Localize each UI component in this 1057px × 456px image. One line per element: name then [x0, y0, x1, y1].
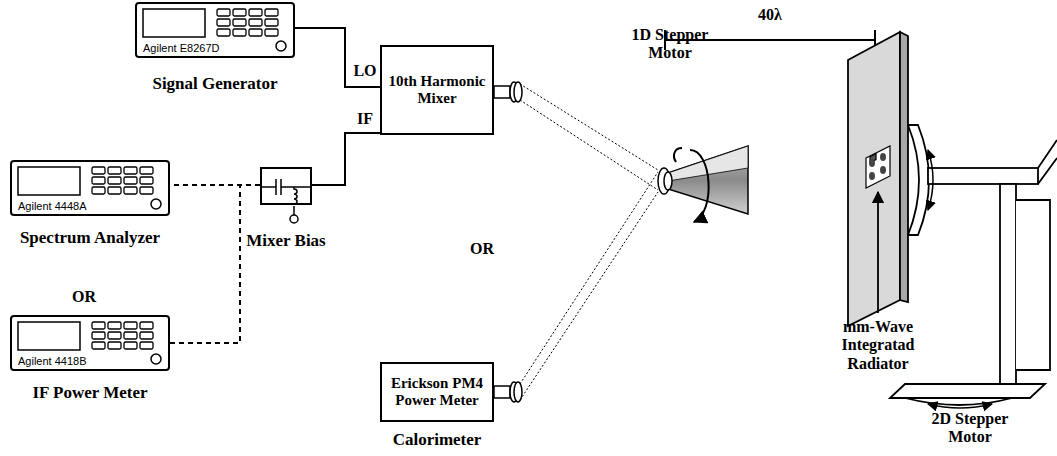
panel-button — [124, 187, 137, 194]
panel-button — [108, 177, 121, 184]
label-wrap: LO — [350, 62, 380, 80]
rotation-arrow — [690, 150, 709, 222]
waveguide-path — [520, 84, 658, 400]
panel-button — [233, 29, 246, 36]
annotation: mm-Wave Integratad Radiator — [842, 318, 915, 372]
caption-wrap: Signal Generator — [152, 74, 277, 94]
leader-arrow — [877, 192, 879, 313]
label-wrap: IF — [352, 110, 378, 128]
instrument-name: Spectrum Analyzer — [20, 228, 160, 247]
panel-button — [217, 29, 230, 36]
annotation: OR — [72, 288, 96, 305]
tilt-arrow — [928, 150, 933, 210]
panel-button — [124, 322, 137, 329]
knob — [151, 354, 161, 364]
annotation: 40λ — [758, 6, 782, 23]
caption-wrap: Mixer Bias — [246, 231, 325, 251]
annotation: 1D Stepper Motor — [632, 26, 709, 61]
knob — [151, 199, 161, 209]
model-number: Agilent 4448A — [18, 200, 87, 212]
caption-wrap: Spectrum Analyzer — [20, 228, 160, 248]
panel-button — [92, 342, 105, 349]
harmonic-mixer: 10th Harmonic Mixer — [380, 45, 494, 135]
horn-antenna — [658, 146, 748, 214]
panel-button — [92, 332, 105, 339]
panel-button — [92, 167, 105, 174]
knob — [276, 41, 286, 51]
rotation-arrow — [674, 148, 682, 162]
panel-button — [140, 177, 153, 184]
panel-button — [140, 167, 153, 174]
panel-button — [265, 9, 278, 16]
instrument-name: Mixer Bias — [246, 231, 325, 250]
if-power-meter: Agilent 4418BIF Power Meter — [10, 315, 170, 371]
panel-button — [92, 322, 105, 329]
positioner-mount — [890, 125, 1057, 405]
label-wrap: OR — [66, 288, 102, 306]
screen — [18, 322, 80, 350]
instrument-name: Signal Generator — [152, 74, 277, 93]
panel-button — [217, 9, 230, 16]
panel-button — [124, 177, 137, 184]
label-wrap: 2D Stepper Motor — [915, 410, 1025, 447]
screen — [18, 167, 80, 195]
caption-wrap: Calorimeter — [393, 430, 482, 450]
panel-button — [140, 322, 153, 329]
radiator-board — [848, 32, 908, 326]
bias-tee: Mixer Bias — [260, 167, 312, 205]
antenna-elements — [869, 153, 886, 180]
model-number: Agilent 4418B — [18, 355, 87, 367]
panel-button — [108, 332, 121, 339]
integrated-radiator-chip — [866, 146, 890, 188]
calorimeter-flange — [494, 382, 522, 402]
bias-terminal — [290, 206, 298, 223]
panel-button — [92, 187, 105, 194]
rf-cable — [295, 28, 380, 87]
panel-button — [233, 19, 246, 26]
annotation: IF — [357, 110, 373, 127]
inductor-symbol — [294, 187, 297, 203]
instrument-name: IF Power Meter — [32, 383, 147, 402]
panel-button — [140, 342, 153, 349]
panel-button — [108, 167, 121, 174]
panel-button — [108, 187, 121, 194]
label-wrap: mm-Wave Integratad Radiator — [828, 318, 928, 373]
panel-button — [233, 9, 246, 16]
box-label: 10th Harmonic Mixer — [382, 73, 492, 108]
panel-button — [92, 177, 105, 184]
screen — [143, 9, 205, 37]
if-cable — [170, 185, 260, 343]
panel-button — [124, 332, 137, 339]
box-label: Erickson PM4 Power Meter — [382, 375, 492, 410]
instrument-name: Calorimeter — [393, 430, 482, 449]
panel-button — [108, 342, 121, 349]
model-number: Agilent E8267D — [143, 42, 219, 54]
panel-button — [217, 19, 230, 26]
panel-button — [249, 29, 262, 36]
caption-wrap: IF Power Meter — [32, 383, 147, 403]
panel-button — [249, 19, 262, 26]
label-wrap: 1D Stepper Motor — [620, 26, 720, 63]
panel-button — [249, 9, 262, 16]
capacitor-symbol — [262, 179, 310, 195]
annotation: OR — [470, 240, 494, 257]
panel-button — [140, 187, 153, 194]
panel-button — [124, 167, 137, 174]
rf-cable — [312, 133, 380, 185]
pan-arrow — [928, 404, 992, 408]
annotation: 2D Stepper Motor — [932, 410, 1009, 445]
label-wrap: 40λ — [740, 6, 800, 24]
mixer-flange — [494, 82, 522, 102]
panel-button — [124, 342, 137, 349]
panel-button — [265, 19, 278, 26]
panel-button — [108, 322, 121, 329]
panel-button — [140, 332, 153, 339]
annotation: LO — [353, 62, 376, 79]
signal-generator: Agilent E8267DSignal Generator — [135, 2, 295, 58]
calorimeter-power-meter: Erickson PM4 Power MeterCalorimeter — [380, 362, 494, 422]
spectrum-analyzer: Agilent 4448ASpectrum Analyzer — [10, 160, 170, 216]
panel-button — [265, 29, 278, 36]
bias-tee-symbol — [262, 169, 310, 203]
label-wrap: OR — [464, 240, 500, 258]
